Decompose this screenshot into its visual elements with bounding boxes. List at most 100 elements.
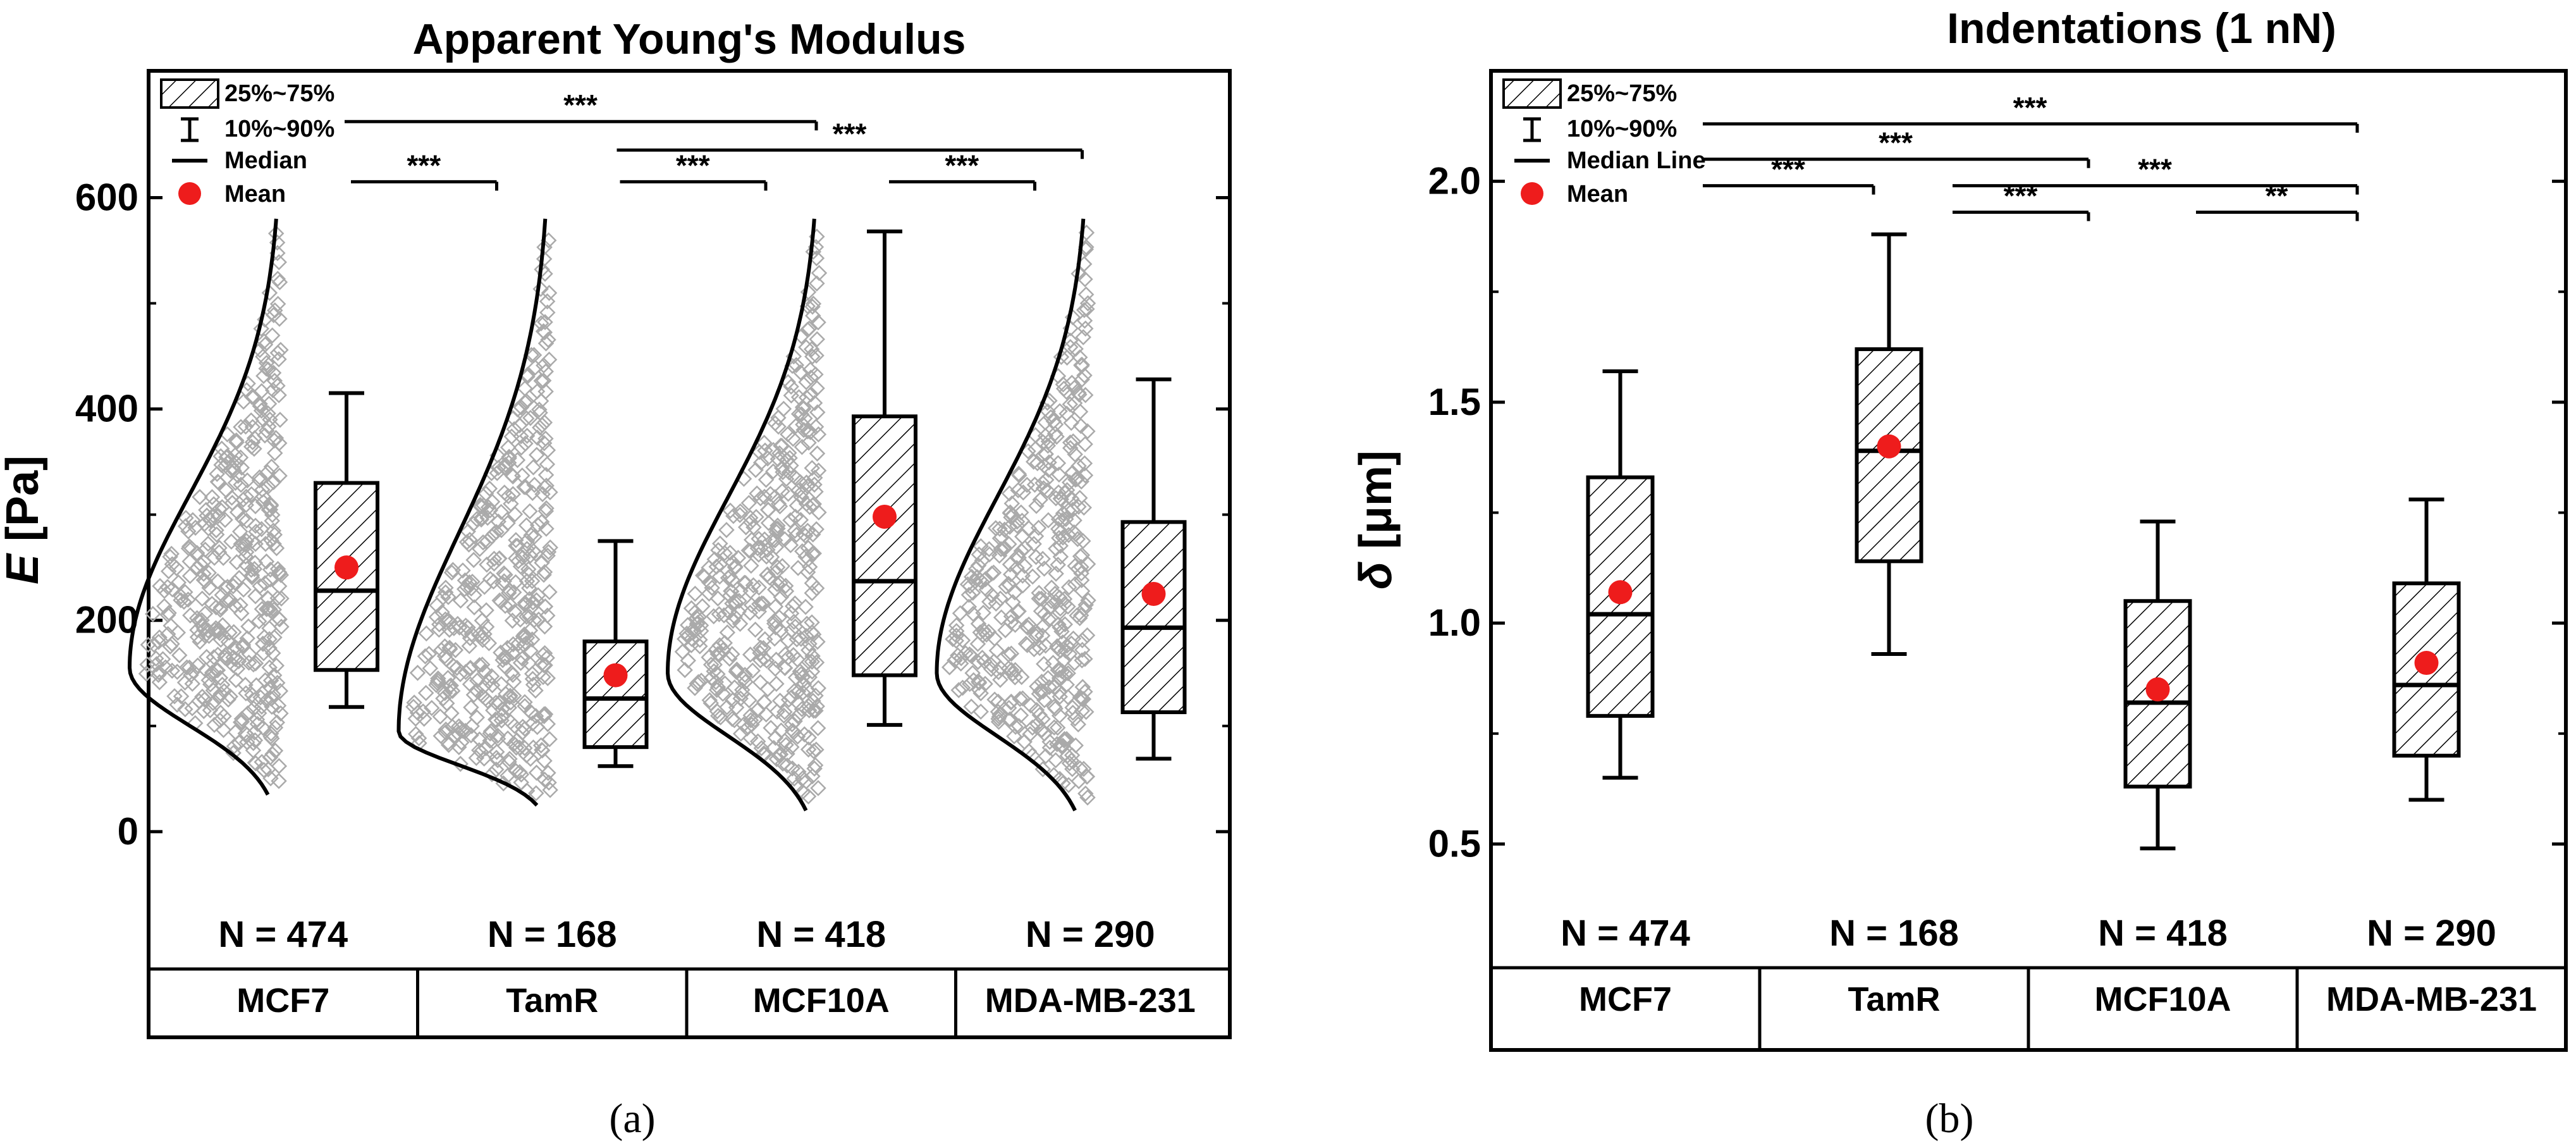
scatter-point (194, 590, 211, 607)
scatter-point (252, 398, 268, 414)
significance-label: ** (2266, 180, 2288, 213)
scatter-point (1073, 689, 1089, 707)
category-label: MCF10A (2094, 980, 2231, 1018)
scatter-point (536, 566, 552, 583)
scatter-point (474, 509, 490, 526)
scatter-point (1007, 662, 1024, 679)
scatter-point (208, 599, 224, 615)
scatter-point (774, 483, 790, 500)
scatter-point (269, 345, 286, 361)
scatter-point (482, 723, 500, 739)
scatter-point (196, 515, 213, 533)
scatter-point (500, 488, 517, 505)
scatter-point (214, 617, 231, 634)
scatter-point (785, 430, 802, 447)
scatter-point (501, 689, 518, 705)
scatter-point (1040, 670, 1057, 686)
scatter-point (1074, 632, 1091, 648)
scatter-point (1049, 638, 1065, 655)
scatter-point (191, 693, 207, 710)
scatter-point (1034, 683, 1052, 700)
scatter-point (1033, 603, 1050, 620)
scatter-point (711, 646, 728, 663)
scatter-point (440, 612, 457, 629)
significance-label: *** (1771, 153, 1805, 186)
scatter-point (528, 785, 544, 801)
scatter-point (1027, 548, 1045, 565)
scatter-point (1058, 510, 1074, 528)
scatter-point (204, 664, 221, 681)
scatter-point (992, 672, 1009, 688)
scatter-point (1072, 607, 1089, 624)
scatter-point (1036, 606, 1053, 622)
scatter-point (184, 676, 201, 692)
significance-label: *** (2004, 180, 2038, 213)
scatter-point (1050, 511, 1067, 528)
scatter-point (233, 459, 250, 476)
scatter-point (506, 603, 523, 620)
scatter-point (156, 598, 173, 615)
scatter-point (436, 638, 453, 655)
box-plot-3 (2392, 497, 2461, 802)
scatter-point (222, 591, 238, 608)
scatter-point (451, 739, 467, 755)
scatter-point (513, 399, 530, 416)
scatter-point (462, 676, 479, 693)
scatter-point (407, 725, 424, 743)
scatter-point (474, 688, 491, 705)
scatter-point (266, 602, 282, 618)
box-plot-1 (582, 539, 649, 768)
scatter-point (200, 520, 217, 537)
scatter-point (507, 574, 524, 591)
scatter-point (469, 672, 486, 689)
scatter-point (1077, 650, 1093, 667)
scatter-point (534, 261, 550, 278)
scatter-point (518, 428, 536, 444)
scatter-point (462, 660, 479, 676)
scatter-point (228, 672, 244, 688)
scatter-point (702, 657, 720, 673)
scatter-point (804, 584, 821, 602)
scatter-point (692, 638, 708, 655)
scatter-point (809, 275, 825, 292)
scatter-point (747, 621, 764, 638)
scatter-point (1024, 719, 1041, 736)
scatter-point (1026, 536, 1042, 552)
scatter-point (1019, 476, 1036, 493)
scatter-point (792, 512, 809, 528)
scatter-point (1077, 386, 1094, 404)
scatter-point (264, 698, 280, 715)
scatter-point (529, 383, 546, 400)
scatter-point (247, 517, 264, 534)
scatter-point (712, 535, 728, 552)
scatter-point (990, 693, 1007, 710)
category-label: MDA-MB-231 (985, 982, 1196, 1020)
scatter-point (428, 608, 445, 626)
scatter-point (792, 663, 809, 680)
scatter-point (522, 547, 539, 564)
mean-marker (2414, 651, 2439, 676)
scatter-point (740, 495, 757, 511)
scatter-point (475, 678, 492, 695)
scatter-point (415, 710, 432, 727)
scatter-point (1033, 674, 1050, 690)
scatter-point (515, 719, 531, 735)
scatter-point (808, 580, 825, 596)
scatter-point (1028, 498, 1045, 514)
scatter-point (987, 520, 1004, 536)
scatter-point (950, 647, 966, 663)
scatter-point (263, 459, 280, 475)
scatter-point (799, 522, 816, 540)
scatter-point (539, 670, 556, 686)
scatter-point (1017, 636, 1034, 652)
scatter-point (178, 510, 194, 526)
scatter-point (145, 605, 161, 622)
scatter-point (1048, 565, 1064, 582)
scatter-point (539, 441, 556, 459)
scatter-point (542, 484, 558, 500)
scatter-point (747, 712, 763, 728)
scatter-point (1077, 683, 1093, 700)
scatter-point (990, 710, 1007, 727)
scatter-point (755, 595, 772, 612)
scatter-point (247, 655, 264, 672)
